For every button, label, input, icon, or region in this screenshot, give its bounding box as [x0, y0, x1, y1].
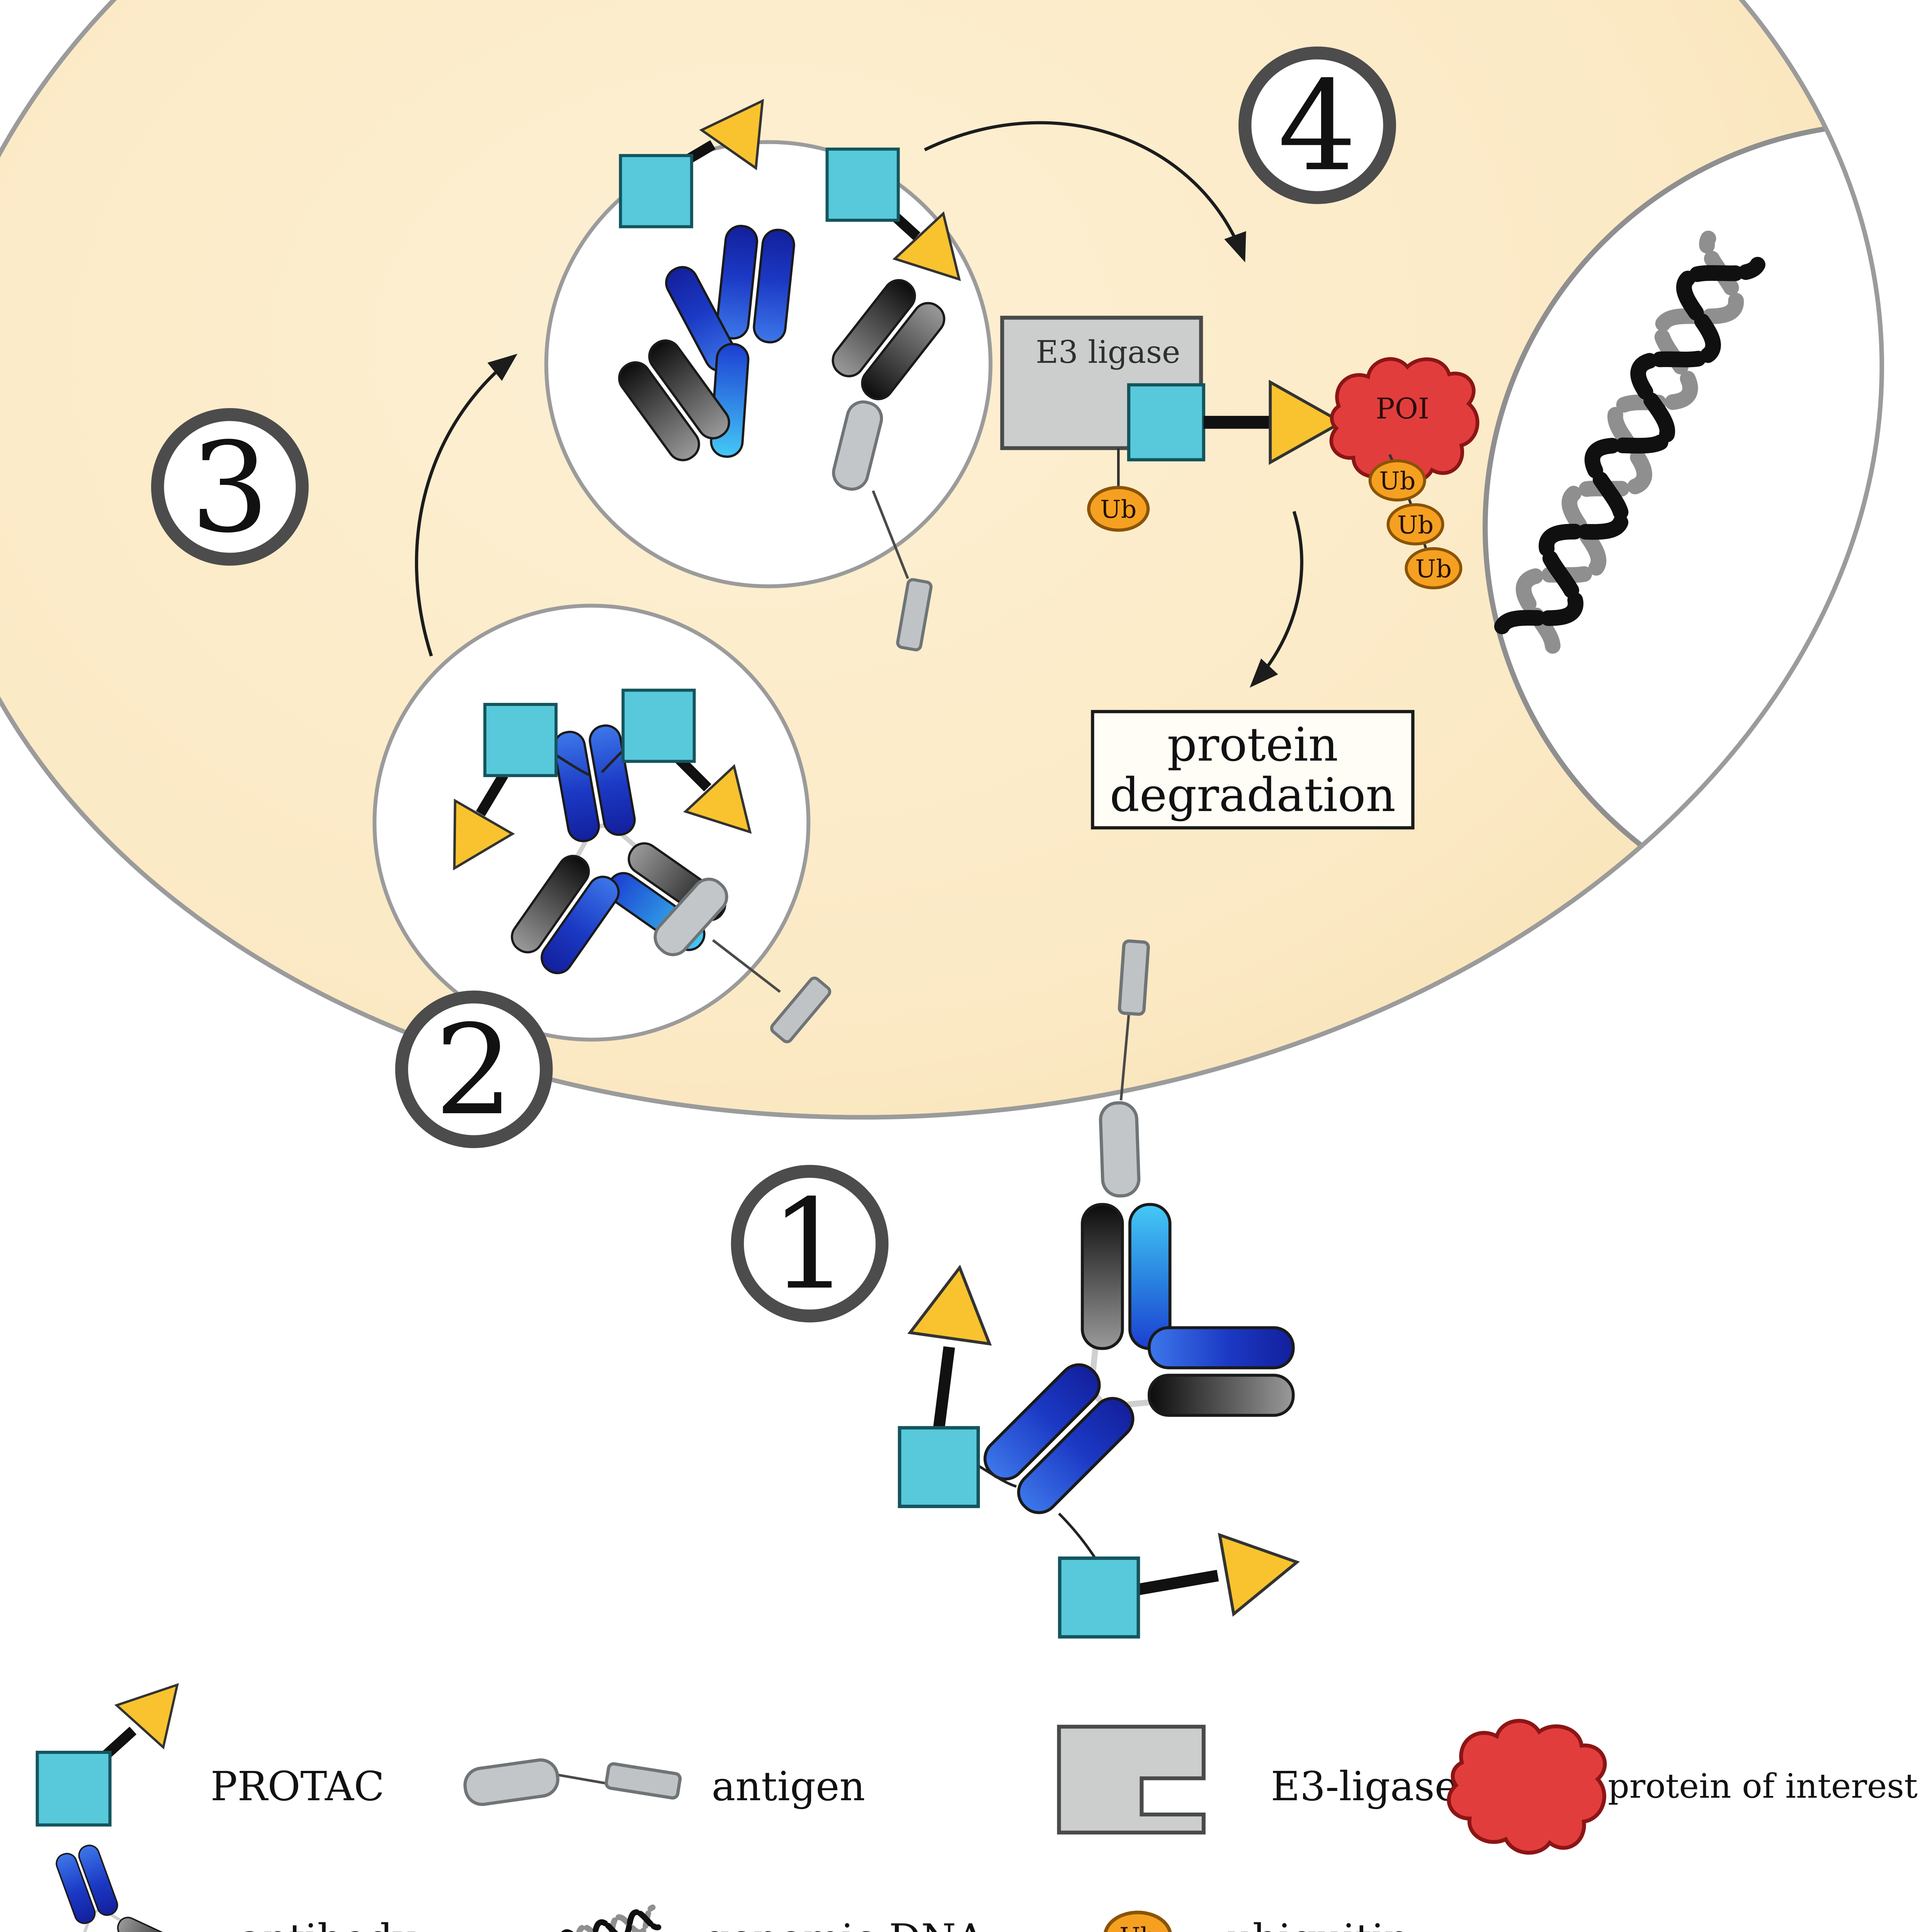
legend-item-antigen: antigen	[463, 1758, 865, 1810]
protac-linker-bar	[675, 755, 712, 792]
step-badge-3: 3	[151, 408, 309, 566]
antigen-icon	[830, 398, 932, 650]
legend-item-ubiquitin: Ub ubiquitin	[1105, 1912, 1410, 1932]
antigen-capsule	[1119, 941, 1148, 1015]
poi-label: POI	[1376, 393, 1429, 425]
legend-label: E3-ligase	[1271, 1764, 1458, 1810]
badge-circle	[151, 408, 309, 566]
arrow-step2-to-step3	[415, 354, 518, 657]
ubiquitin-label: Ub	[1119, 1922, 1156, 1932]
badge-number: 1	[770, 1172, 849, 1317]
protac-ligand-square	[621, 156, 692, 227]
e3-ligase-icon	[1057, 1725, 1206, 1835]
protac-ligand-square	[623, 690, 694, 761]
endosome-early	[372, 604, 832, 1044]
conjugation-linker	[556, 754, 590, 776]
protein-degradation-box: protein degradation	[1091, 710, 1415, 830]
protac-ligand-square	[900, 1428, 978, 1507]
antigen-icon	[649, 872, 832, 1044]
legend-label: PROTAC	[211, 1764, 384, 1810]
ternary-complex: E3 ligase Ub POI Ub Ub Ub	[1000, 316, 1478, 588]
protac-ligand-square	[827, 149, 898, 220]
legend-item-poi: protein of interest	[1443, 1713, 1918, 1862]
protac-ligand-square	[1129, 385, 1204, 460]
endosome-late-vesicle	[544, 140, 993, 588]
protac-icon	[900, 1262, 1017, 1507]
legend-item-protac: PROTAC	[37, 1664, 384, 1825]
legend-label: protein of interest	[1608, 1767, 1918, 1806]
antigen-stalk-line	[1119, 1015, 1130, 1100]
protac-icon	[1058, 1512, 1304, 1637]
legend-item-genomic-dna: genomic DNA	[496, 1907, 985, 1932]
protac-ligand-square	[1060, 1558, 1138, 1637]
arrow-poi-to-degradation	[1250, 511, 1304, 688]
protac-icon	[601, 690, 774, 854]
badge-circle	[1238, 46, 1396, 204]
ubiquitin-label: Ub	[1100, 495, 1136, 524]
protac-linker-bar	[933, 1346, 955, 1429]
cell-outline	[0, 0, 1884, 1120]
degradation-box-frame	[1091, 710, 1415, 830]
protac-ligand-square	[485, 704, 556, 776]
antigen-capsule	[1100, 1102, 1139, 1197]
degradation-label-line2: degradation	[1110, 768, 1396, 822]
protac-linker-bar	[1135, 1570, 1219, 1596]
badge-number: 4	[1278, 54, 1357, 199]
degradation-label-line1: protein	[1167, 718, 1338, 772]
protac-icon	[426, 704, 590, 885]
antigen-stalk-line	[712, 939, 781, 993]
legend-label: antibody	[239, 1916, 415, 1932]
antigen-stalk-line	[872, 490, 909, 579]
ubiquitin-label: Ub	[1379, 467, 1415, 495]
badge-circle	[395, 990, 553, 1148]
protac-icon	[621, 82, 790, 227]
endosome-late	[544, 82, 993, 651]
conjugation-linker	[1058, 1512, 1098, 1561]
ubiquitin-label: Ub	[1415, 554, 1452, 583]
protac-icon	[827, 149, 984, 302]
legend-label: ubiquitin	[1227, 1916, 1410, 1932]
protac-ligand-square	[37, 1752, 110, 1825]
antigen-stalk-line	[555, 1773, 607, 1785]
step-badge-1: 1	[731, 1165, 889, 1323]
arrow-step3-to-step4	[924, 121, 1246, 263]
badge-number: 3	[190, 416, 269, 560]
protac-linker-bar	[476, 772, 508, 816]
conjugation-linker	[975, 1463, 1017, 1488]
badge-number: 2	[435, 998, 514, 1143]
step-badge-4: 4	[1238, 46, 1396, 204]
antibody-protac-conjugate	[900, 941, 1337, 1637]
badge-circle	[731, 1165, 889, 1323]
legend: PROTAC antigen E3-ligase protein of inte…	[4, 1664, 1918, 1932]
legend-label: genomic DNA	[704, 1916, 986, 1932]
step-badge-2: 2	[395, 990, 553, 1148]
antigen-icon	[1100, 941, 1149, 1197]
legend-item-antibody: antibody	[4, 1825, 416, 1932]
ubiquitin-label: Ub	[1397, 510, 1434, 539]
legend-label: antigen	[712, 1764, 866, 1810]
legend-item-e3-ligase: E3-ligase	[1057, 1725, 1458, 1835]
e3-ligase-label: E3 ligase	[1036, 334, 1180, 370]
